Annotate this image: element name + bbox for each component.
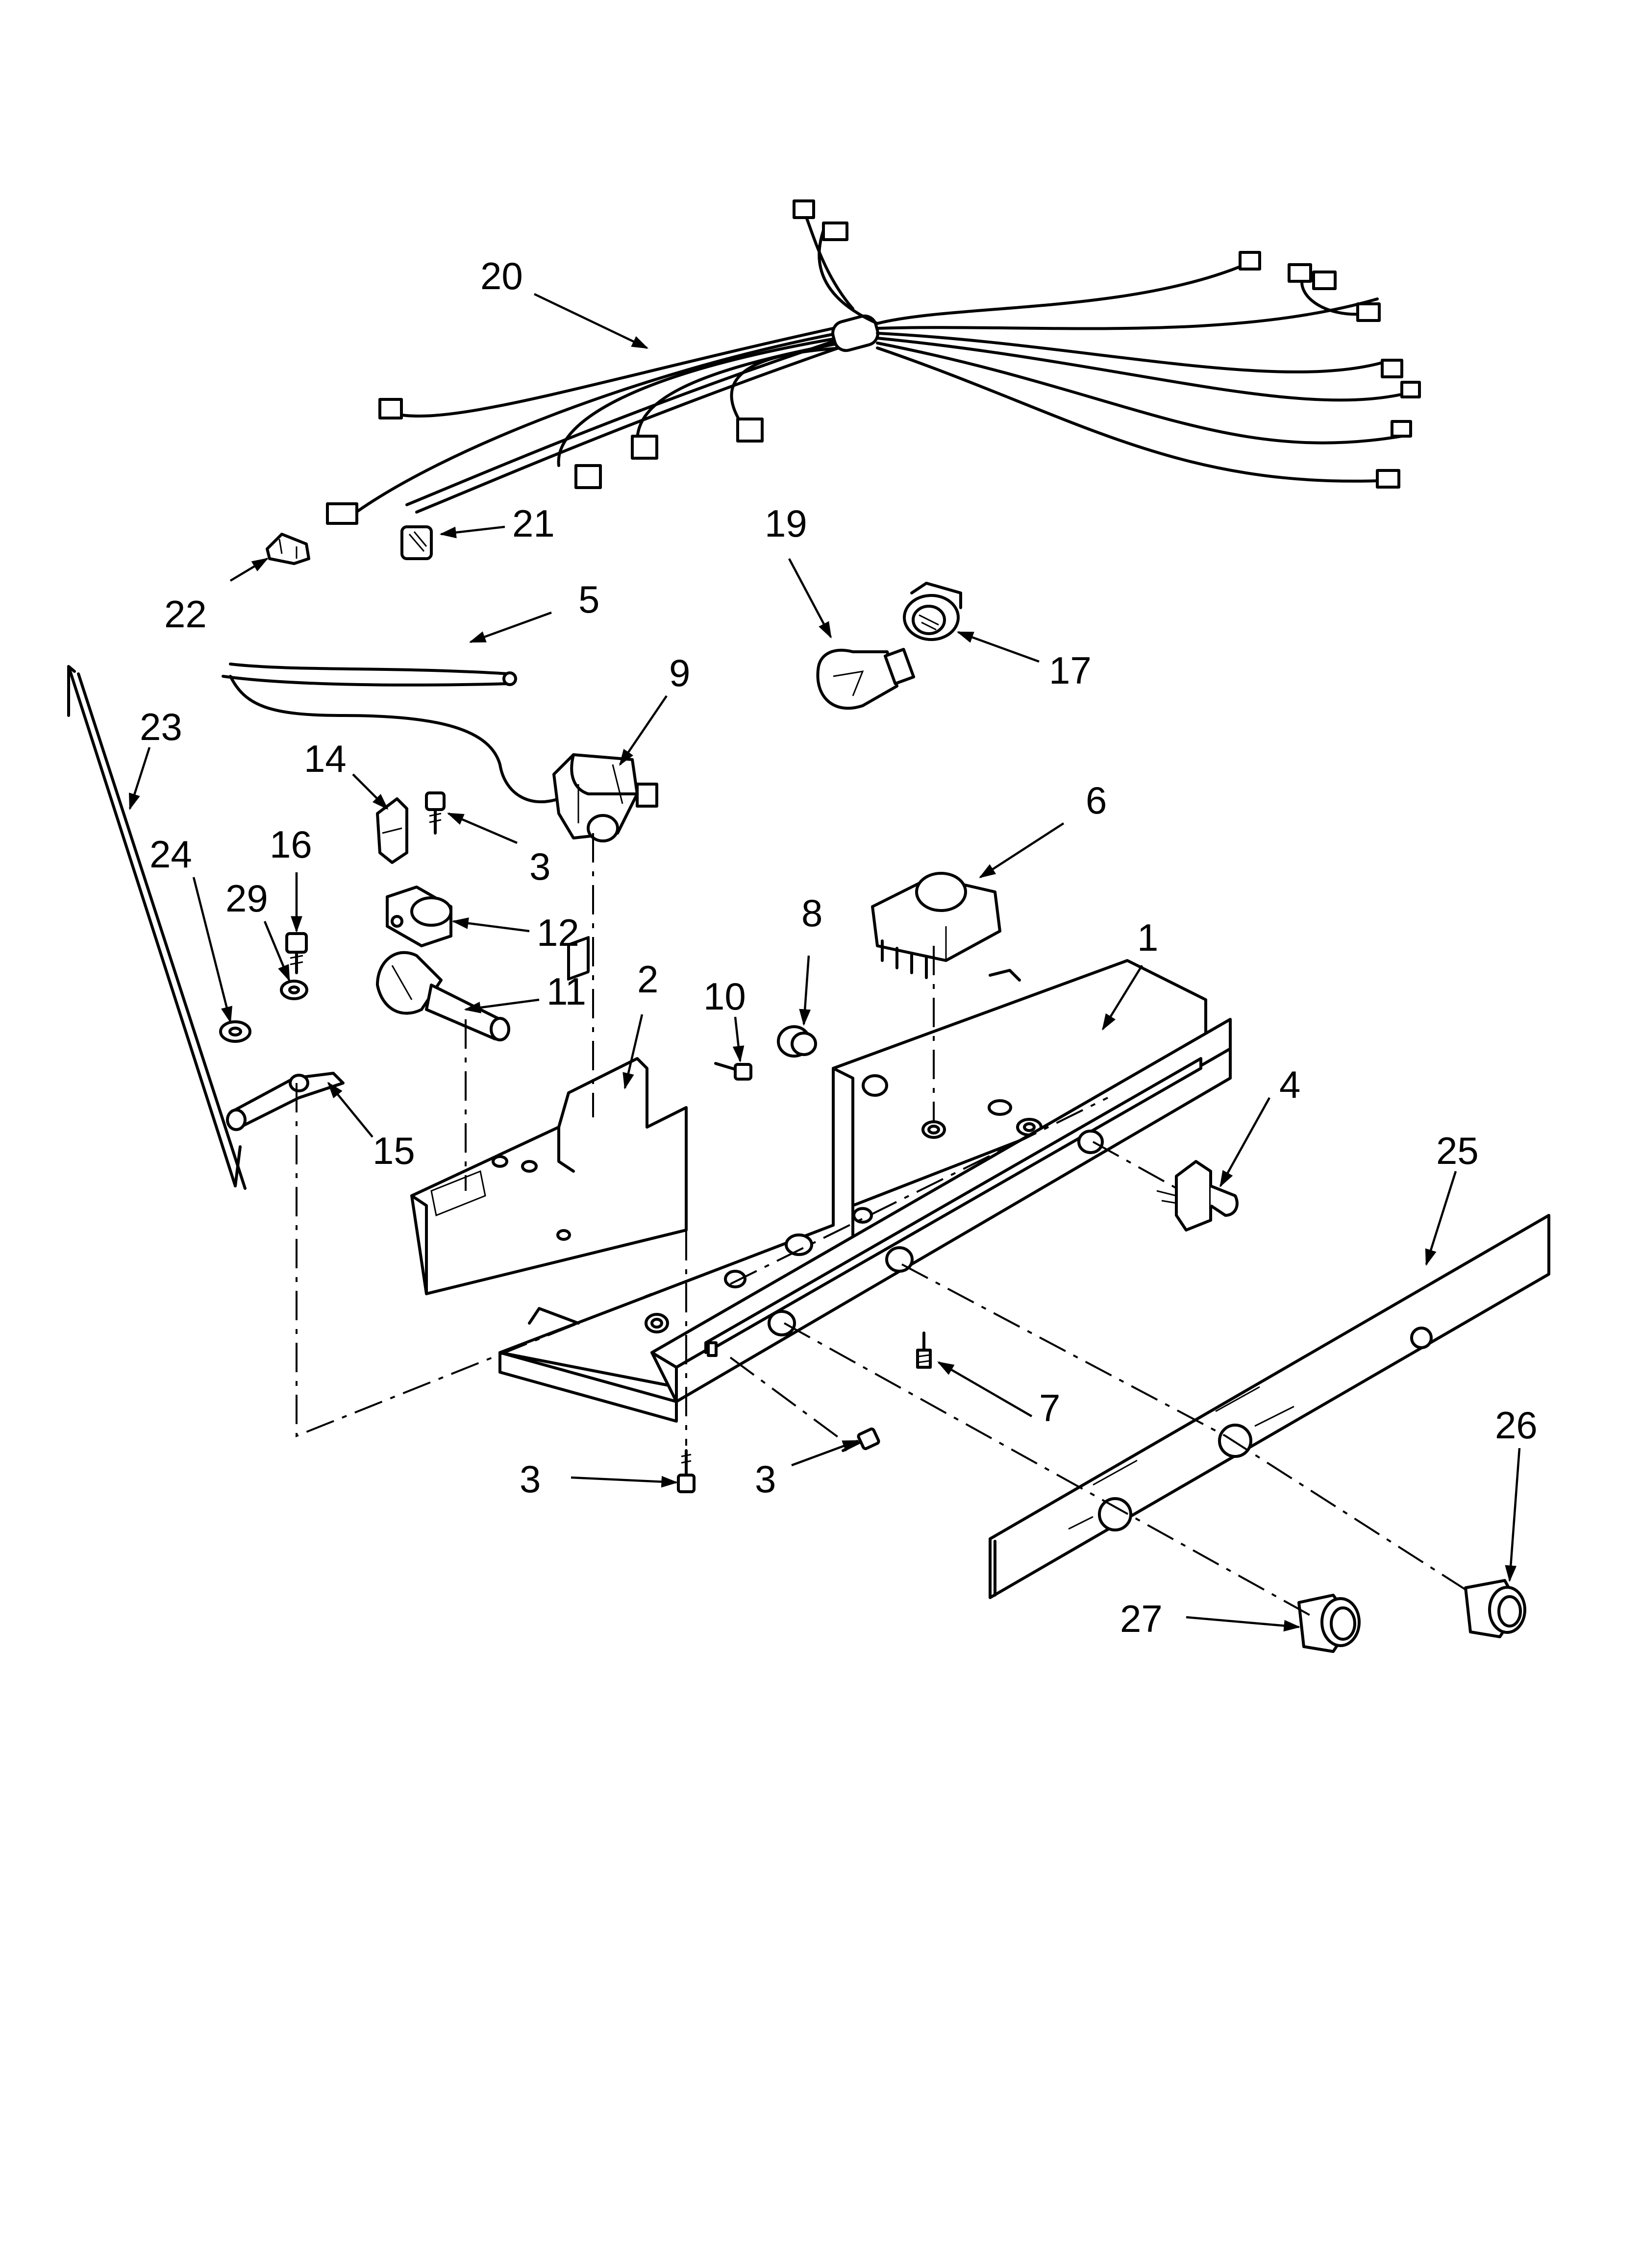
front-panel-part-25 bbox=[989, 1214, 1550, 1599]
callout-8: 8 bbox=[801, 891, 822, 935]
callout-17: 17 bbox=[1049, 649, 1092, 692]
callout-3-right: 3 bbox=[755, 1457, 776, 1501]
callout-29: 29 bbox=[225, 877, 268, 920]
callout-10: 10 bbox=[703, 975, 746, 1018]
lamp-socket-part-17 bbox=[903, 582, 962, 641]
callout-22: 22 bbox=[164, 592, 207, 636]
rod-part-23 bbox=[67, 665, 247, 1190]
callout-15: 15 bbox=[373, 1129, 415, 1172]
knob-bushing-part-26 bbox=[1464, 1579, 1526, 1638]
callout-24: 24 bbox=[149, 833, 192, 876]
callout-12: 12 bbox=[537, 911, 579, 954]
callout-23: 23 bbox=[140, 705, 182, 748]
clip-part-22 bbox=[266, 533, 310, 565]
callout-2: 2 bbox=[637, 958, 658, 1001]
bracket-part-14 bbox=[376, 797, 408, 864]
callout-9: 9 bbox=[669, 651, 690, 694]
callout-3-left: 3 bbox=[520, 1457, 541, 1501]
washer-part-29 bbox=[280, 980, 308, 1000]
wire-harness-part-20 bbox=[326, 199, 1421, 525]
callout-21: 21 bbox=[512, 502, 555, 545]
screw-part-3-lower-left bbox=[677, 1449, 696, 1493]
screw-part-7 bbox=[916, 1331, 932, 1369]
light-bulb-part-19 bbox=[816, 647, 916, 710]
switch-part-4 bbox=[1156, 1160, 1239, 1232]
lever-arm-part-15 bbox=[226, 1072, 345, 1131]
callout-27: 27 bbox=[1120, 1597, 1163, 1640]
screw-part-3-lower-right bbox=[842, 1427, 880, 1452]
callout-14: 14 bbox=[304, 737, 347, 780]
control-shaft-part-11 bbox=[376, 951, 510, 1041]
callout-7: 7 bbox=[1039, 1386, 1060, 1430]
knob-bushing-part-27 bbox=[1297, 1594, 1361, 1653]
connector-plug-icon bbox=[326, 199, 1421, 525]
callout-5: 5 bbox=[578, 578, 599, 621]
clip-part-21 bbox=[400, 525, 433, 560]
assembly-lines bbox=[296, 833, 1471, 1618]
grommet-part-8 bbox=[777, 1025, 817, 1058]
callout-3-upper: 3 bbox=[529, 845, 550, 888]
control-housing-part-1 bbox=[498, 959, 1232, 1423]
callout-19: 19 bbox=[765, 502, 807, 545]
callout-26: 26 bbox=[1495, 1404, 1538, 1447]
callout-leaders bbox=[128, 293, 1521, 1632]
thermostat-part-9 bbox=[552, 753, 658, 842]
bracket-part-2 bbox=[410, 936, 688, 1295]
clamp-part-12 bbox=[386, 886, 452, 947]
callout-25: 25 bbox=[1436, 1129, 1479, 1172]
callout-6: 6 bbox=[1086, 779, 1107, 822]
tube-part-5 bbox=[222, 663, 560, 804]
callout-16: 16 bbox=[270, 823, 312, 866]
washer-part-24 bbox=[219, 1020, 251, 1043]
callout-4: 4 bbox=[1279, 1063, 1300, 1106]
screw-part-10 bbox=[714, 1062, 752, 1081]
defrost-timer-part-6 bbox=[871, 872, 1001, 979]
screw-part-16 bbox=[285, 932, 308, 974]
callout-labels: 20 21 22 5 19 17 9 23 14 3 16 24 29 12 1… bbox=[140, 254, 1538, 1640]
callout-20: 20 bbox=[480, 254, 523, 297]
screw-part-3-upper bbox=[425, 791, 446, 835]
callout-11: 11 bbox=[547, 970, 586, 1013]
callout-1: 1 bbox=[1137, 916, 1158, 959]
